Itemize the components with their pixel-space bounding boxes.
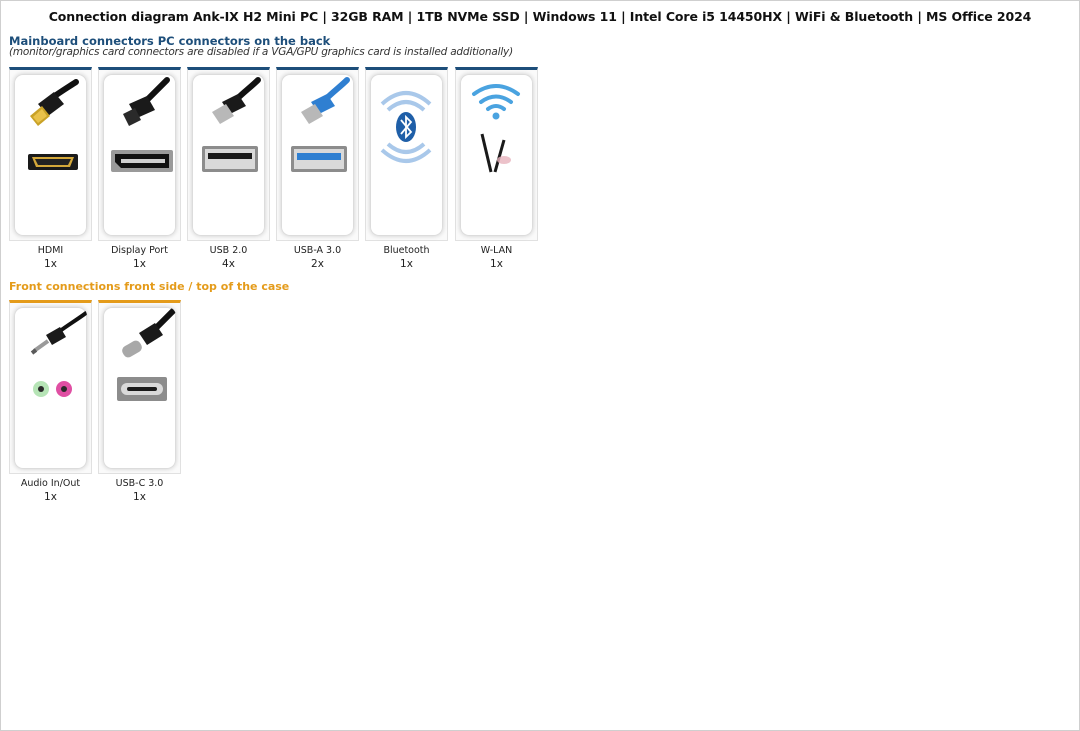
connector-label: Display Port [111,245,168,256]
connector-card-usb-a-3 [276,67,359,241]
connector-count: 1x [400,258,413,270]
connector-label: Bluetooth [383,245,430,256]
connector-label: Audio In/Out [20,478,81,489]
displayport-icon [111,77,173,172]
bluetooth-icon [380,91,432,163]
connector-count: 4x [222,258,235,270]
connector-count: 1x [44,491,57,503]
connector-count: 2x [311,258,324,270]
connector-label: USB-A 3.0 [293,245,342,256]
connector-count: 1x [490,258,503,270]
connector-count: 1x [44,258,57,270]
wlan-icon [472,84,520,173]
connector-label: W-LAN [480,245,513,256]
connector-card-wlan [455,67,538,241]
connector-card-audio [9,300,92,474]
front-section-heading: Front connections front side / top of th… [9,280,290,293]
connector-count: 1x [133,491,146,503]
audio-jack-icon [30,311,87,397]
back-section-heading: Mainboard connectors PC connectors on th… [9,34,331,48]
hdmi-icon [28,79,79,170]
back-section-note: (monitor/graphics card connectors are di… [9,46,513,58]
connector-card-bluetooth [365,67,448,241]
usb-2-icon [202,77,261,172]
page-title: Connection diagram Ank-IX H2 Mini PC | 3… [48,9,1032,24]
connector-card-usb-c [98,300,181,474]
connector-label: HDMI [37,245,64,256]
connector-card-hdmi [9,67,92,241]
usb-a-3-icon [291,77,350,172]
connector-label: USB 2.0 [209,245,248,256]
usb-c-icon [117,308,176,401]
connector-card-usb-2 [187,67,270,241]
connector-count: 1x [133,258,146,270]
connector-card-displayport [98,67,181,241]
connector-label: USB-C 3.0 [115,478,164,489]
